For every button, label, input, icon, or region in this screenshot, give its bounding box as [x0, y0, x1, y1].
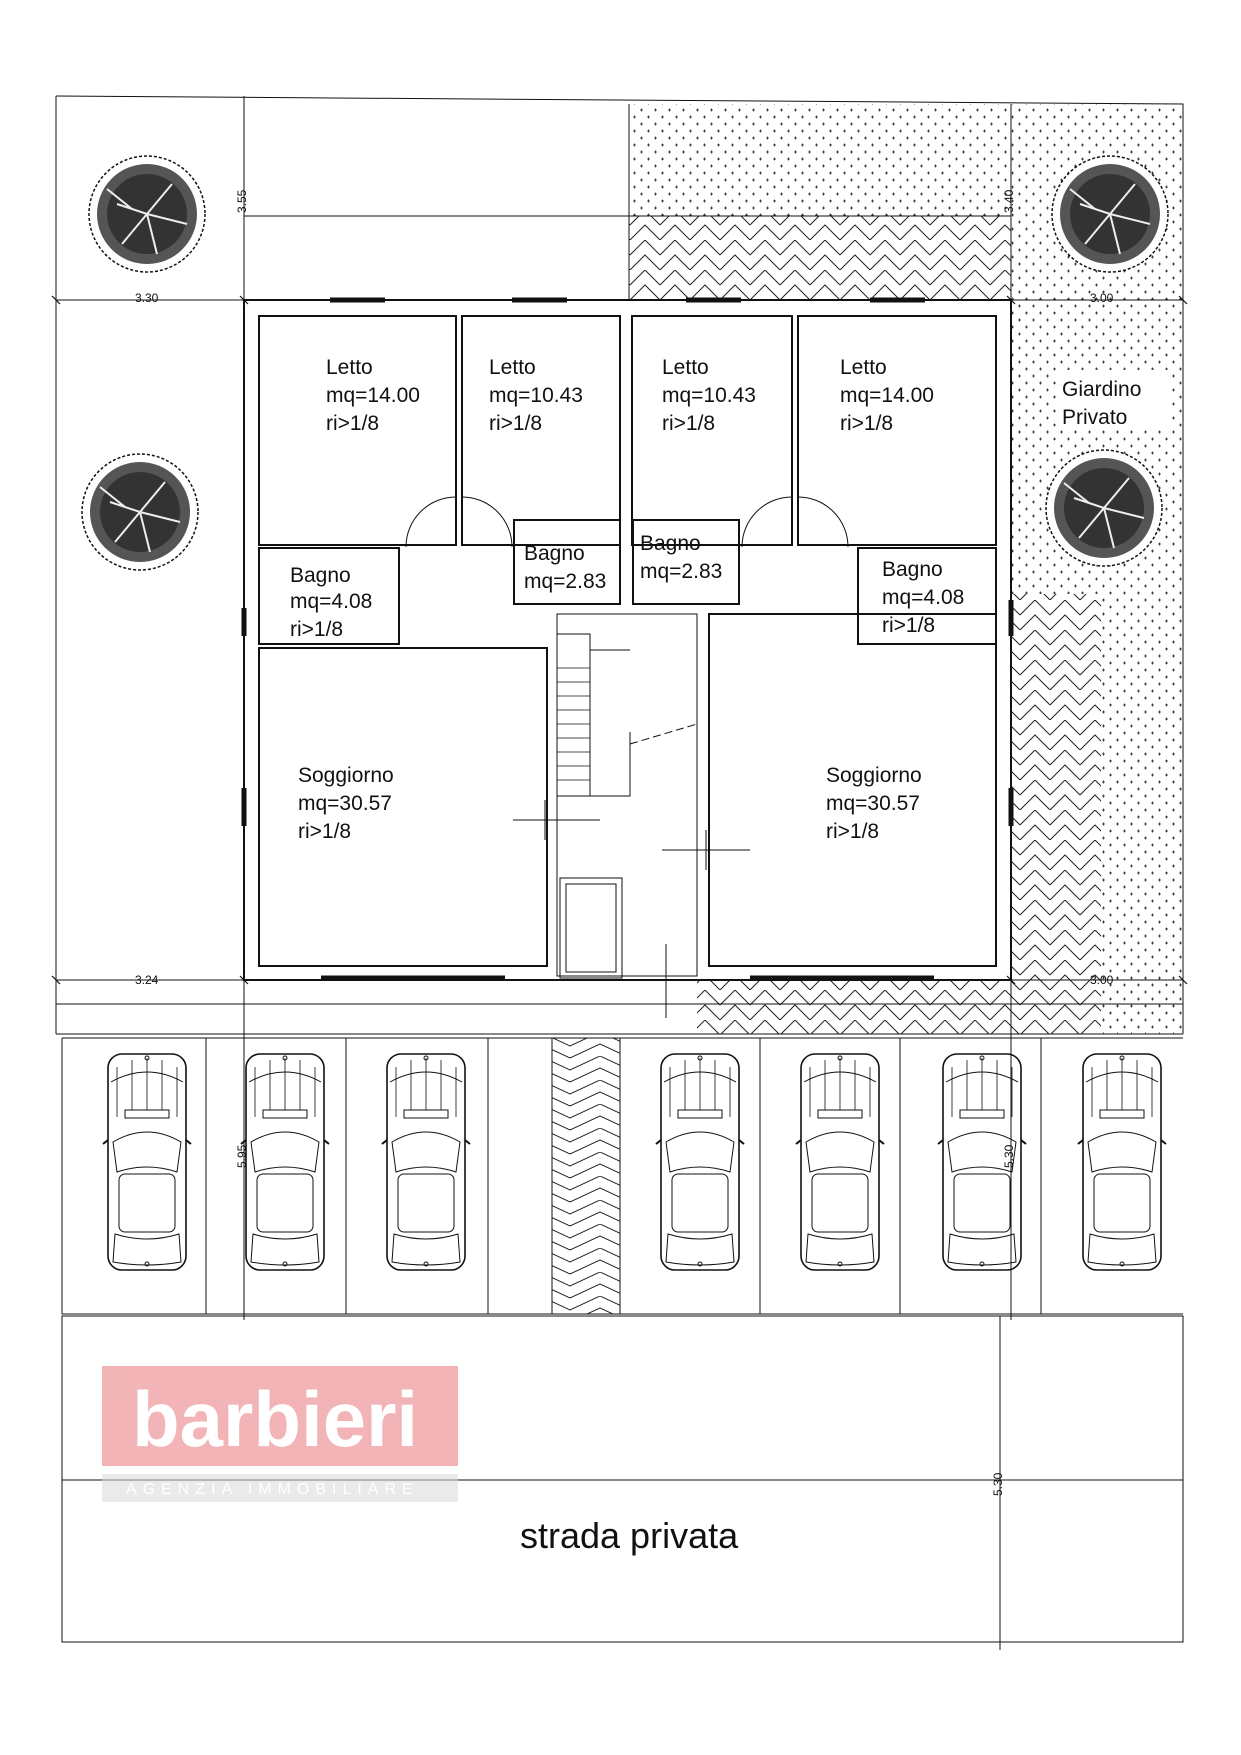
room-area: mq=4.08 [882, 586, 964, 609]
tree-icon [88, 155, 206, 273]
room-name: Letto [662, 356, 709, 379]
room-name: Soggiorno [298, 764, 394, 787]
agency-logo: barbieri AGENZIA IMMOBILIARE [102, 1366, 458, 1502]
room-bagno: Bagno mq=4.08 ri>1/8 [290, 564, 372, 641]
dim-road-depth: 5.30 [991, 1472, 1005, 1496]
logo-tagline: AGENZIA IMMOBILIARE [126, 1481, 419, 1498]
room-ratio: ri>1/8 [882, 614, 935, 637]
dim-top-right-width: 3.00 [1090, 291, 1114, 305]
tree-icon [81, 453, 199, 571]
room-area: mq=2.83 [524, 570, 606, 593]
room-letto: Letto mq=10.43 ri>1/8 [662, 356, 756, 435]
room-area: mq=30.57 [298, 792, 392, 815]
room-letto: Letto mq=10.43 ri>1/8 [489, 356, 583, 435]
room-name: Bagno [524, 542, 585, 565]
room-name: Bagno [640, 532, 701, 555]
garden-label-line2: Privato [1062, 406, 1127, 429]
parked-car [102, 1053, 192, 1271]
room-ratio: ri>1/8 [826, 820, 879, 843]
room-ratio: ri>1/8 [298, 820, 351, 843]
room-area: mq=4.08 [290, 590, 372, 613]
room-name: Letto [840, 356, 887, 379]
road-label: strada privata [520, 1515, 739, 1556]
parked-car [1077, 1053, 1167, 1271]
dim-top-left-depth: 3.55 [235, 189, 249, 213]
room-soggiorno: Soggiorno mq=30.57 ri>1/8 [298, 764, 394, 843]
dim-bottom-left-width: 3.24 [135, 973, 159, 987]
dim-top-right-depth: 3.40 [1002, 189, 1016, 213]
dim-top-left-width: 3.30 [135, 291, 159, 305]
room-name: Soggiorno [826, 764, 922, 787]
tree-icon [1045, 449, 1163, 567]
room-ratio: ri>1/8 [840, 412, 893, 435]
room-area: mq=14.00 [840, 384, 934, 407]
parked-car [240, 1053, 330, 1271]
parked-car [381, 1053, 471, 1271]
dim-bottom-right-width: 3.00 [1090, 973, 1114, 987]
room-area: mq=2.83 [640, 560, 722, 583]
room-name: Bagno [882, 558, 943, 581]
room-area: mq=10.43 [662, 384, 756, 407]
room-name: Bagno [290, 564, 351, 587]
dim-parking-right-depth: 5.30 [1002, 1144, 1016, 1168]
logo-brand: barbieri [132, 1375, 418, 1463]
dim-parking-left-depth: 5.95 [235, 1144, 249, 1168]
tree-icon [1051, 155, 1169, 273]
parked-car [655, 1053, 745, 1271]
parking-area [61, 1037, 1183, 1315]
room-ratio: ri>1/8 [489, 412, 542, 435]
room-bagno: Bagno mq=2.83 [640, 532, 722, 583]
dimension-lines: 3.30 3.55 3.00 3.40 3.24 3.00 5.95 5.30 … [51, 96, 1188, 1650]
room-area: mq=14.00 [326, 384, 420, 407]
room-name: Letto [489, 356, 536, 379]
room-soggiorno: Soggiorno mq=30.57 ri>1/8 [826, 764, 922, 843]
room-ratio: ri>1/8 [326, 412, 379, 435]
room-letto: Letto mq=14.00 ri>1/8 [840, 356, 934, 435]
building [241, 297, 1014, 1018]
garden-label-line1: Giardino [1062, 378, 1141, 401]
room-letto: Letto mq=14.00 ri>1/8 [326, 356, 420, 435]
room-name: Letto [326, 356, 373, 379]
room-ratio: ri>1/8 [662, 412, 715, 435]
room-area: mq=10.43 [489, 384, 583, 407]
room-ratio: ri>1/8 [290, 618, 343, 641]
room-area: mq=30.57 [826, 792, 920, 815]
room-bagno: Bagno mq=2.83 [524, 542, 606, 593]
room-bagno: Bagno mq=4.08 ri>1/8 [882, 558, 964, 637]
parked-car [795, 1053, 885, 1271]
